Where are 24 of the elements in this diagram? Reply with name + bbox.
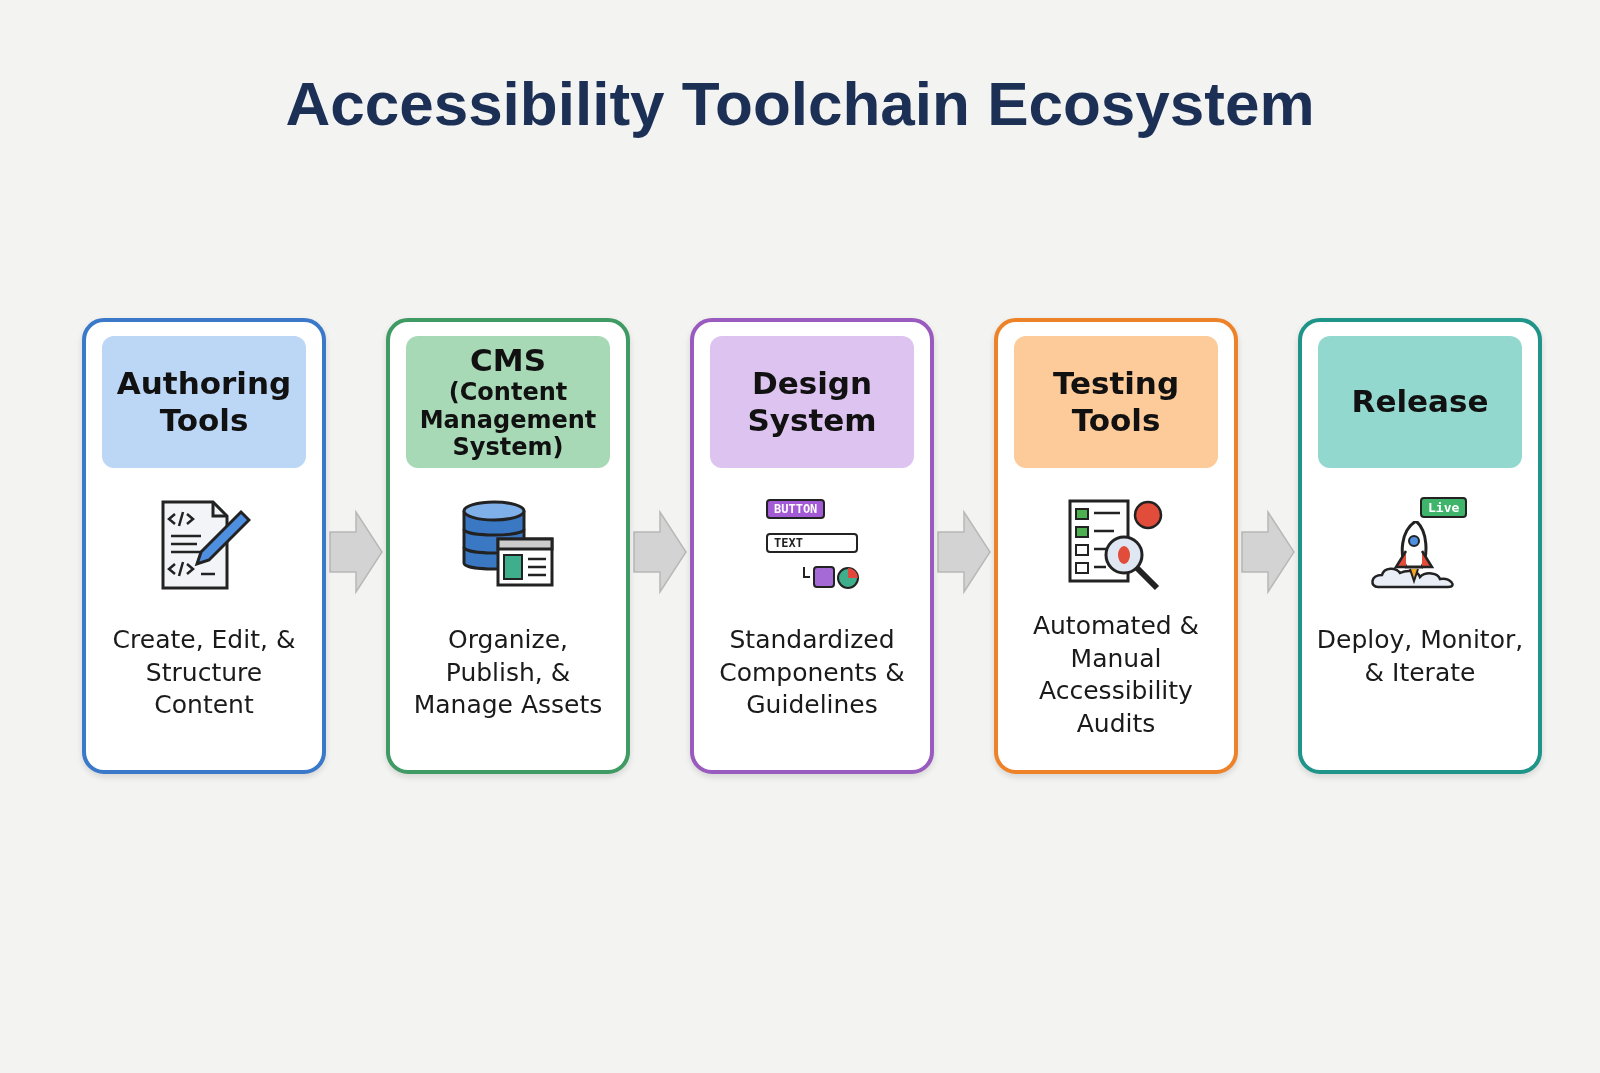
speech-bubble: Live bbox=[1420, 497, 1468, 518]
stage-description: Organize, Publish, & Manage Assets bbox=[412, 624, 604, 721]
text-field-tag: TEXT bbox=[766, 533, 858, 553]
stage-title: CMS bbox=[469, 342, 547, 380]
stage-card bbox=[1298, 318, 1542, 774]
stage-title: Testing Tools bbox=[1051, 364, 1181, 440]
block-arrow bbox=[329, 509, 383, 595]
button-tag: BUTTON bbox=[766, 499, 826, 519]
stage-title: (Content Management System) bbox=[418, 379, 598, 462]
stage-title: Release bbox=[1350, 383, 1490, 421]
block-arrow bbox=[633, 509, 687, 595]
title: Accessibility Toolchain Ecosystem bbox=[285, 68, 1315, 139]
stage-description: Create, Edit, & Structure Content bbox=[111, 624, 297, 721]
stage-description: Standardized Components & Guidelines bbox=[718, 624, 906, 721]
stage-description: Automated & Manual Accessibility Audits bbox=[1031, 610, 1201, 740]
stage-card bbox=[82, 318, 326, 774]
stage-card bbox=[386, 318, 630, 774]
block-arrow bbox=[937, 509, 991, 595]
stage-title: Authoring Tools bbox=[115, 364, 293, 440]
stage-card bbox=[994, 318, 1238, 774]
block-arrow bbox=[1241, 509, 1295, 595]
stage-description: Deploy, Monitor, & Iterate bbox=[1315, 624, 1525, 689]
stage-card bbox=[690, 318, 934, 774]
stage-title: Design System bbox=[746, 364, 878, 440]
